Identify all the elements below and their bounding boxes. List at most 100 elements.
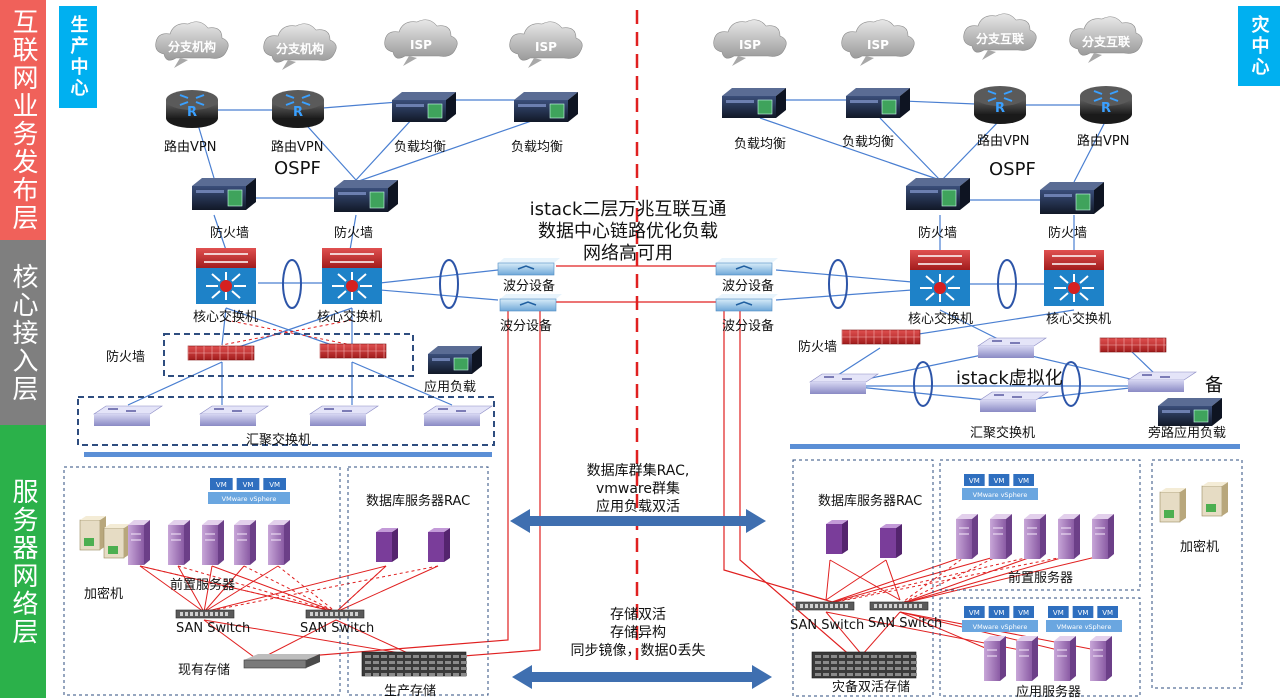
agg-switch-icon <box>199 405 269 426</box>
db-server-icon <box>428 528 450 562</box>
ospf-label-left: OSPF <box>274 158 321 179</box>
firewall-label-5: 防火墙 <box>1048 226 1088 241</box>
center-middle-line-1: 数据库群集RAC, <box>586 463 690 479</box>
server-icon <box>984 636 1006 681</box>
agg-switch-icon <box>809 373 879 394</box>
ospf-label-right: OSPF <box>989 159 1036 180</box>
server-icon <box>956 514 978 559</box>
center-top-line-2: 数据中心链路优化负载 <box>538 221 718 242</box>
left-san-dashed-links <box>139 565 439 613</box>
load-balance-label-4: 负载均衡 <box>842 135 895 150</box>
center-bottom-line-2: 存储异构 <box>610 625 666 641</box>
production-center-tag: 生产中心 <box>59 6 97 108</box>
wave-device-label-4: 波分设备 <box>722 319 775 334</box>
san-switch-label-3: SAN Switch <box>790 618 865 633</box>
cloud-icon: 分支机构 <box>263 23 337 70</box>
storage-array-icon <box>811 651 917 679</box>
right-db-zone <box>792 459 934 697</box>
router-glyph: R <box>187 105 197 120</box>
right-link-ellipses <box>828 259 1081 407</box>
agg-switch-icon <box>977 337 1047 358</box>
firewall-label-1: 防火墙 <box>210 226 250 241</box>
server-icon <box>990 514 1012 559</box>
agg-switch-label-left: 汇聚交换机 <box>246 433 312 448</box>
vm-label: VM <box>1102 609 1113 617</box>
cloud-icon: 分支机构 <box>155 21 229 68</box>
server-icon <box>202 520 224 565</box>
cloud-icon: 分支互联 <box>1069 16 1143 63</box>
cloud-icon: 分支互联 <box>963 13 1037 60</box>
firewall-label-2: 防火墙 <box>334 226 374 241</box>
left-db-zone <box>347 466 489 696</box>
prod-storage-label: 生产存储 <box>384 684 437 699</box>
center-middle-line-2: vmware群集 <box>595 481 680 497</box>
encryptor-icon <box>79 516 106 551</box>
center-middle-text: 数据库群集RAC, vmware群集 应用负载双活 <box>558 462 718 516</box>
left-san-links <box>139 565 439 661</box>
left-link-ellipses <box>282 259 459 309</box>
db-server-icon <box>376 528 398 562</box>
right-encryptor-zone <box>1151 459 1243 689</box>
san-switch-icon <box>305 609 365 619</box>
right-app-server-zone <box>939 597 1141 697</box>
layer-server-network: 服务器网络层 <box>0 425 46 698</box>
router-glyph: R <box>995 101 1005 116</box>
core-switch-label-1: 核心交换机 <box>193 310 259 325</box>
left-firewall-box <box>163 333 414 377</box>
agg-switch-icon <box>309 405 379 426</box>
router-vpn-label-3: 路由VPN <box>977 134 1030 149</box>
cloud-label: 分支机构 <box>276 41 324 56</box>
router-vpn-label-2: 路由VPN <box>271 140 324 155</box>
vm-label: VM <box>994 609 1005 617</box>
wave-device-icon <box>715 294 778 312</box>
core-switch-icon <box>196 248 256 304</box>
app-load-device-icon <box>428 346 482 374</box>
vm-label: VM <box>1018 477 1029 485</box>
vm-label: VM <box>269 481 280 489</box>
wave-device-label-1: 波分设备 <box>503 279 556 294</box>
san-switch-icon <box>175 609 235 619</box>
cloud-label: 分支机构 <box>168 39 216 54</box>
agg-switch-icon <box>1127 371 1197 392</box>
load-balancer-icon <box>392 92 456 122</box>
db-rac-label-left: 数据库服务器RAC <box>366 494 471 509</box>
server-icon <box>128 520 150 565</box>
server-icon <box>1058 514 1080 559</box>
server-icon <box>1092 514 1114 559</box>
zone-boxes <box>63 333 1243 697</box>
wave-device-icon <box>497 258 560 276</box>
router-icon: R <box>166 90 218 128</box>
encryptor-label-right: 加密机 <box>1180 540 1220 555</box>
agg-switch-label-right: 汇聚交换机 <box>970 426 1036 441</box>
vm-label: VM <box>994 477 1005 485</box>
load-balance-label-3: 负载均衡 <box>734 137 787 152</box>
app-load-label: 应用负载 <box>424 380 477 395</box>
db-rac-label-right: 数据库服务器RAC <box>818 494 923 509</box>
firewall-device-icon <box>192 178 256 210</box>
router-vpn-label-1: 路由VPN <box>164 140 217 155</box>
cloud-icon: ISP <box>384 19 458 66</box>
db-server-icon <box>826 520 848 554</box>
agg-switch-icon <box>423 405 493 426</box>
load-balancer-icon <box>846 88 910 118</box>
bypass-load-label: 旁路应用负载 <box>1148 426 1227 441</box>
left-core-cross-links <box>221 319 353 346</box>
core-switch-label-3: 核心交换机 <box>908 312 974 327</box>
front-server-label-right: 前置服务器 <box>1008 571 1074 586</box>
core-switch-icon <box>322 248 382 304</box>
cloud-label: ISP <box>410 38 432 52</box>
right-server-bar <box>790 444 1240 449</box>
core-switch-label-4: 核心交换机 <box>1046 312 1112 327</box>
cloud-icon: ISP <box>841 19 915 66</box>
firewall-icon <box>187 345 255 361</box>
center-top-line-3: 网络高可用 <box>583 243 673 264</box>
server-icon <box>1016 636 1038 681</box>
arrow-db-cluster <box>510 509 766 533</box>
wave-device-label-3: 波分设备 <box>722 279 775 294</box>
server-icon <box>268 520 290 565</box>
